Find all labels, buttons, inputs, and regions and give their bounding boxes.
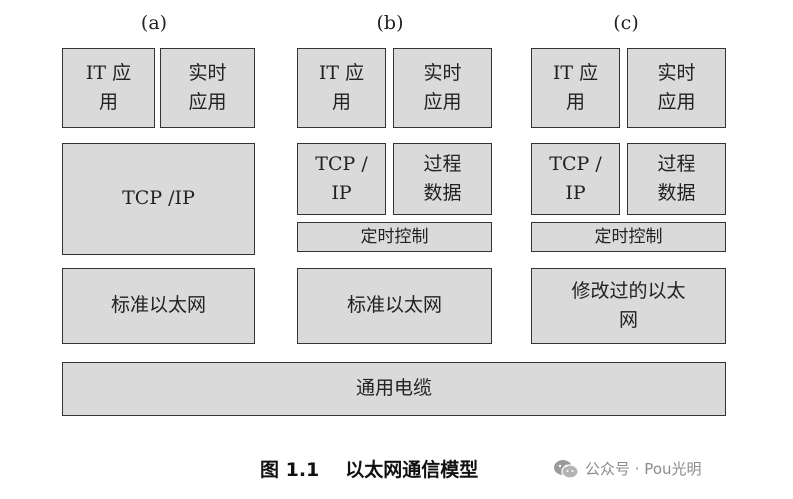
c-process-data-box: 过程 数据 <box>627 143 726 215</box>
watermark: 公众号 · Pou光明 <box>553 458 702 479</box>
column-label-c: (c) <box>613 12 639 34</box>
b-tcpip-box: TCP / IP <box>297 143 386 215</box>
c-it-application-box: IT 应 用 <box>531 48 620 128</box>
figure-number: 图 1.1 <box>260 459 320 481</box>
a-tcpip-box: TCP /IP <box>62 143 255 255</box>
c-realtime-application-box: 实时 应用 <box>627 48 726 128</box>
b-realtime-application-box: 实时 应用 <box>393 48 492 128</box>
wechat-icon <box>554 459 579 479</box>
b-ethernet-box: 标准以太网 <box>297 268 492 344</box>
common-cable-box: 通用电缆 <box>62 362 726 416</box>
column-label-a: (a) <box>140 12 168 34</box>
watermark-text: 公众号 · Pou光明 <box>585 460 702 478</box>
a-realtime-application-box: 实时 应用 <box>160 48 255 128</box>
figure-title: 以太网通信模型 <box>345 459 479 481</box>
a-ethernet-box: 标准以太网 <box>62 268 255 344</box>
c-tcpip-box: TCP / IP <box>531 143 620 215</box>
c-modified-ethernet-box: 修改过的以太 网 <box>531 268 726 344</box>
c-timing-control-box: 定时控制 <box>531 222 726 252</box>
b-it-application-box: IT 应 用 <box>297 48 386 128</box>
b-timing-control-box: 定时控制 <box>297 222 492 252</box>
b-process-data-box: 过程 数据 <box>393 143 492 215</box>
a-it-application-box: IT 应 用 <box>62 48 155 128</box>
figure-caption: 图 1.1 以太网通信模型 <box>260 455 478 482</box>
column-label-b: (b) <box>376 12 404 34</box>
